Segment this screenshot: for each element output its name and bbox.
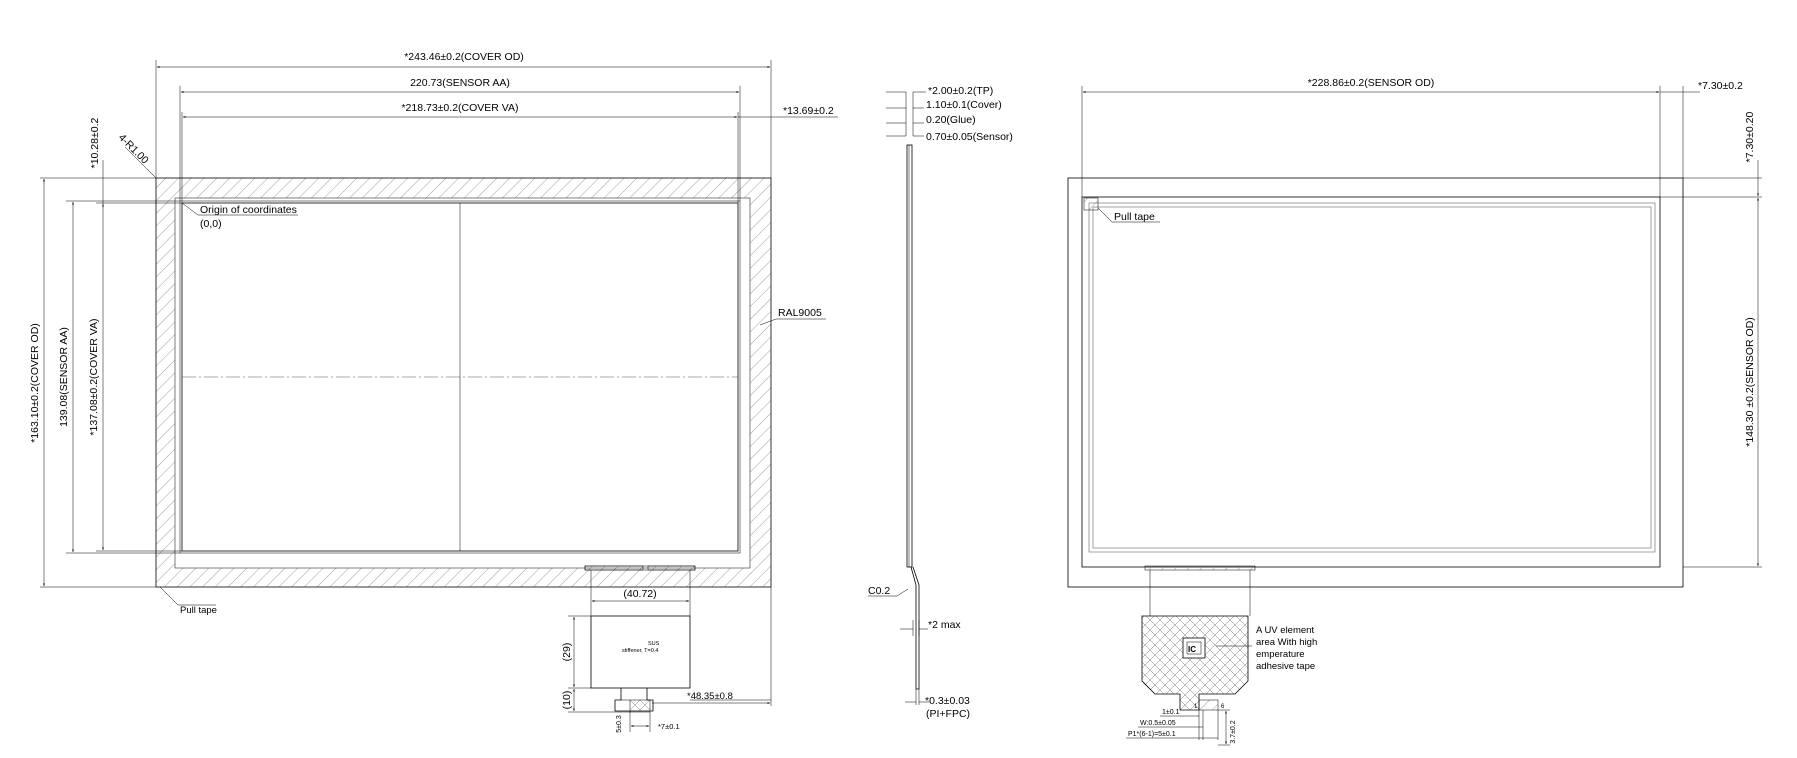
back-tail-pins [1198, 699, 1219, 711]
back-cover-outline [1067, 177, 1684, 588]
label-pin-1: 1 [1194, 704, 1198, 710]
label-stiffener-a: SUS [648, 641, 660, 647]
connector-pads [584, 565, 696, 571]
label-sensor-thickness: 0.70±0.05(Sensor) [926, 131, 1013, 143]
hatch-inner-outline [174, 197, 751, 569]
label-fpc-length: (29) [561, 643, 573, 662]
label-origin: Origin of coordinates [200, 204, 297, 216]
label-fpc-material: (PI+FPC) [926, 708, 970, 720]
label-fpc-width: (40.72) [623, 588, 656, 600]
label-pitch: P1*(6-1)=5±0.1 [1128, 731, 1176, 738]
label-uv-note-2: area With high [1256, 637, 1317, 648]
cover-od-outline [155, 177, 772, 588]
side-profile [906, 144, 913, 568]
label-uv-note-4: adhesive tape [1256, 661, 1315, 672]
label-fpc-thickness: *0.3±0.03 [925, 695, 970, 707]
label-uv-note-3: emperature [1256, 649, 1305, 660]
label-pin-width: 1±0.1 [1162, 709, 1180, 716]
sensor-od-outline [1081, 196, 1661, 568]
back-connector-pads [1144, 565, 1256, 571]
label-glue-thickness: 0.20(Glue) [926, 114, 976, 126]
label-cover-od-width: *243.46±0.2(COVER OD) [404, 51, 524, 63]
label-corner-radius: 4-R1.00 [116, 132, 151, 167]
pull-tape-square [1083, 197, 1099, 211]
label-right-offset: *7.30±0.2 [1698, 80, 1743, 92]
sensor-aa-outline [179, 200, 741, 554]
label-tail-width: *7±0.1 [658, 722, 680, 731]
label-sensor-aa-width: 220.73(SENSOR AA) [410, 77, 510, 89]
label-sensor-aa-height: 139.08(SENSOR AA) [58, 327, 70, 427]
label-cover-va-width: *218.73±0.2(COVER VA) [401, 102, 518, 114]
label-cover-thickness: 1.10±0.1(Cover) [926, 99, 1002, 111]
label-sensor-od-width: *228.86±0.2(SENSOR OD) [1308, 77, 1435, 89]
label-pin-gap: W:0.5±0.05 [1140, 720, 1176, 727]
label-fpc-offset: *48.35±0.8 [687, 691, 733, 702]
label-uv-note-1: A UV element [1256, 625, 1314, 636]
label-tail-height: 5±0.3 [616, 715, 623, 733]
label-origin-value: (0,0) [200, 218, 222, 230]
fpc-profile [910, 566, 920, 690]
label-sensor-od-height: *148.30 ±0.2(SENSOR OD) [1744, 317, 1756, 446]
label-tp-thickness: *2.00±0.2(TP) [928, 85, 993, 97]
label-border-color: RAL9005 [778, 307, 822, 319]
label-pin-6: 6 [1221, 704, 1225, 710]
front-view: *243.46±0.2(COVER OD) 220.73(SENSOR AA) … [29, 51, 838, 733]
label-ic: IC [1188, 645, 1196, 654]
label-chamfer: C0.2 [868, 585, 890, 597]
cover-border-hatch [156, 178, 771, 587]
label-stiffener-b: stiffener, T=0.4 [622, 648, 658, 654]
label-top-offset: *7.30±0.20 [1744, 111, 1756, 162]
label-fpc-tail: (10) [561, 691, 573, 710]
label-back-pull-tape: Pull tape [1114, 211, 1155, 223]
label-pull-tape: Pull tape [180, 605, 217, 616]
label-max-bend: *2 max [928, 619, 961, 631]
label-right-margin: *13.69±0.2 [783, 105, 834, 117]
label-tail-len: 3.7±0.2 [1230, 720, 1237, 743]
side-view: *2.00±0.2(TP) 1.10±0.1(Cover) 0.20(Glue)… [868, 85, 1013, 720]
back-fpc [1141, 615, 1249, 711]
label-cover-va-height: *137.08±0.2(COVER VA) [88, 318, 100, 435]
fpc-tail-contacts [629, 699, 651, 713]
ic-chip [1182, 637, 1206, 659]
fpc-stiffener [590, 615, 691, 689]
back-view: Pull tape *228.86±0.2(SENSOR OD) *7.30±0… [1067, 77, 1762, 746]
corner-leader [124, 146, 157, 179]
label-cover-od-height: *163.10±0.2(COVER OD) [29, 323, 41, 443]
label-top-margin: *10.28±0.2 [89, 117, 101, 168]
